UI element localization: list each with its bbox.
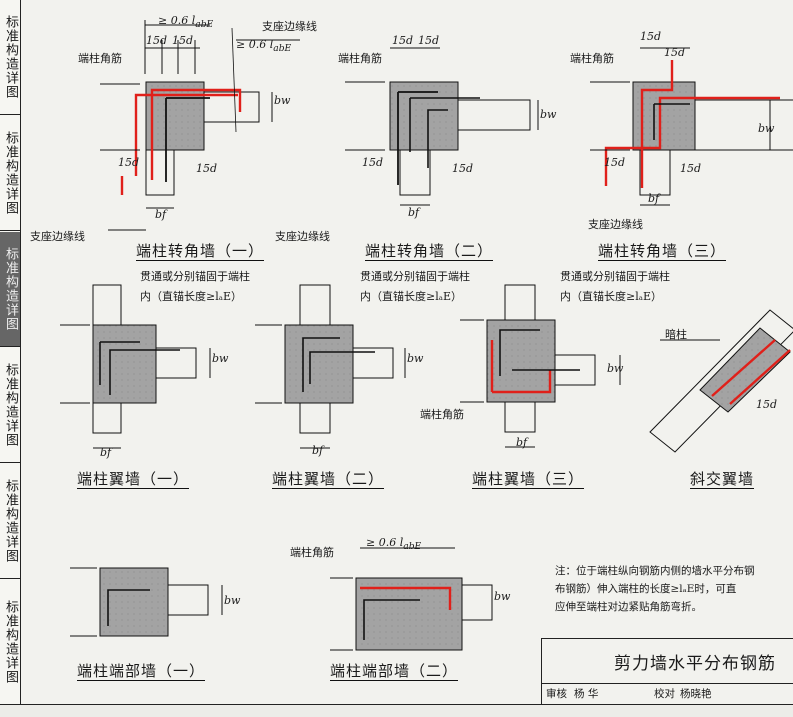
- diagram-wing-wall-3: [460, 284, 621, 448]
- label-hidden-column: 暗柱: [665, 328, 687, 341]
- dim-bw: bw: [607, 362, 624, 375]
- caption-corner-wall-1: 端柱转角墙（一）: [136, 242, 265, 261]
- dim-15d: 15d: [640, 30, 662, 43]
- label-corner-bar: 端柱角筋: [570, 52, 614, 65]
- sidebar-tab-label: 标准构造详图: [3, 131, 18, 215]
- label-corner-bar: 端柱角筋: [78, 52, 122, 65]
- caption-wing-wall-3: 端柱翼墙（三）: [472, 470, 585, 489]
- caption-wing-wall-2: 端柱翼墙（二）: [272, 470, 385, 489]
- review-label: 审核: [546, 688, 567, 700]
- sidebar-tab-6[interactable]: 标准构造详图: [0, 580, 20, 704]
- caption-wing-wall-1: 端柱翼墙（一）: [77, 470, 190, 489]
- diagram-oblique-wing-wall: [649, 309, 793, 453]
- drawing-title: 剪力墙水平分布钢筋: [614, 654, 776, 674]
- sidebar: 标准构造详图 标准构造详图 标准构造详图 标准构造详图 标准构造详图 标准构造详…: [0, 0, 21, 704]
- label-through-anchor-2: 内（直锚长度≥lₐE）: [140, 290, 243, 303]
- dim-bf: bf: [648, 192, 660, 205]
- label-support-edge: 支座边缘线: [588, 218, 643, 231]
- diagram-corner-wall-3: [590, 47, 793, 206]
- dim-bf: bf: [516, 436, 528, 449]
- dim-bw: bw: [407, 352, 424, 365]
- dim-15d: 15d: [146, 34, 168, 47]
- checker-name: 杨晓艳: [680, 688, 712, 700]
- sidebar-tab-1[interactable]: 标准构造详图: [0, 0, 20, 115]
- sidebar-tab-label: 标准构造详图: [3, 479, 18, 563]
- diagram-wing-wall-1: [60, 284, 211, 449]
- dim-15d: 15d: [362, 156, 384, 169]
- dim-06labe: ≥ 0.6 labE: [158, 14, 214, 31]
- dim-bw: bw: [540, 108, 557, 121]
- diagram-wing-wall-2: [255, 284, 406, 449]
- dim-15d: 15d: [680, 162, 702, 175]
- sidebar-tab-3-active[interactable]: 标准构造详图: [0, 232, 20, 347]
- bottom-border: [0, 704, 793, 717]
- sidebar-tab-label: 标准构造详图: [3, 15, 18, 99]
- dim-bw: bw: [224, 594, 241, 607]
- label-through-anchor: 贯通或分别锚固于端柱: [360, 270, 470, 283]
- sidebar-tab-2[interactable]: 标准构造详图: [0, 116, 20, 231]
- note-text: 注：位于端柱纵向钢筋内侧的墙水平分布钢 布钢筋）伸入端柱的长度≥lₐE时，可直 …: [555, 565, 755, 613]
- diagram-corner-wall-2: [345, 47, 539, 206]
- signature-row: 审核 杨 华 校对 杨晓艳: [541, 682, 793, 705]
- sidebar-tab-5[interactable]: 标准构造详图: [0, 464, 20, 579]
- dim-15d: 15d: [172, 34, 194, 47]
- label-corner-bar: 端柱角筋: [290, 546, 334, 559]
- dim-bf: bf: [312, 444, 324, 457]
- caption-oblique-wing-wall: 斜交翼墙: [690, 470, 755, 489]
- dim-bf: bf: [155, 208, 167, 221]
- caption-corner-wall-3: 端柱转角墙（三）: [598, 242, 727, 261]
- sidebar-tab-label: 标准构造详图: [3, 600, 18, 684]
- dim-06labe: ≥ 0.6 labE: [366, 536, 422, 553]
- dim-15d: 15d: [196, 162, 218, 175]
- label-through-anchor: 贯通或分别锚固于端柱: [560, 270, 670, 283]
- dim-bw: bw: [494, 590, 511, 603]
- diagram-end-wall-2: [330, 547, 493, 651]
- caption-end-wall-2: 端柱端部墙（二）: [330, 662, 459, 681]
- label-support-edge: 支座边缘线: [262, 20, 317, 33]
- caption-end-wall-1: 端柱端部墙（一）: [77, 662, 206, 681]
- label-corner-bar: 端柱角筋: [338, 52, 382, 65]
- dim-bw: bw: [758, 122, 775, 135]
- dim-15d: 15d: [664, 46, 686, 59]
- dim-15d: 15d: [118, 156, 140, 169]
- dim-06labe: ≥ 0.6 labE: [236, 38, 292, 55]
- check-label: 校对: [654, 688, 675, 700]
- title-block: 剪力墙水平分布钢筋: [541, 638, 793, 684]
- dim-bf: bf: [408, 206, 420, 219]
- dim-bf: bf: [100, 446, 112, 459]
- label-through-anchor-2: 内（直锚长度≥lₐE）: [560, 290, 663, 303]
- dim-15d: 15d: [418, 34, 440, 47]
- label-through-anchor-2: 内（直锚长度≥lₐE）: [360, 290, 463, 303]
- label-support-edge: 支座边缘线: [275, 230, 330, 243]
- sidebar-tab-label: 标准构造详图: [3, 363, 18, 447]
- sidebar-tab-label: 标准构造详图: [3, 247, 18, 331]
- dim-15d: 15d: [452, 162, 474, 175]
- diagram-end-wall-1: [70, 567, 223, 637]
- dim-15d: 15d: [392, 34, 414, 47]
- label-corner-bar: 端柱角筋: [420, 408, 464, 421]
- diagram-corner-wall-1: [100, 20, 300, 231]
- reviewer-name: 杨 华: [574, 688, 599, 700]
- dim-bw: bw: [274, 94, 291, 107]
- caption-corner-wall-2: 端柱转角墙（二）: [365, 242, 494, 261]
- dim-15d: 15d: [604, 156, 626, 169]
- dim-bw: bw: [212, 352, 229, 365]
- label-through-anchor: 贯通或分别锚固于端柱: [140, 270, 250, 283]
- dim-15d: 15d: [756, 398, 778, 411]
- sidebar-tab-4[interactable]: 标准构造详图: [0, 348, 20, 463]
- label-support-edge: 支座边缘线: [30, 230, 85, 243]
